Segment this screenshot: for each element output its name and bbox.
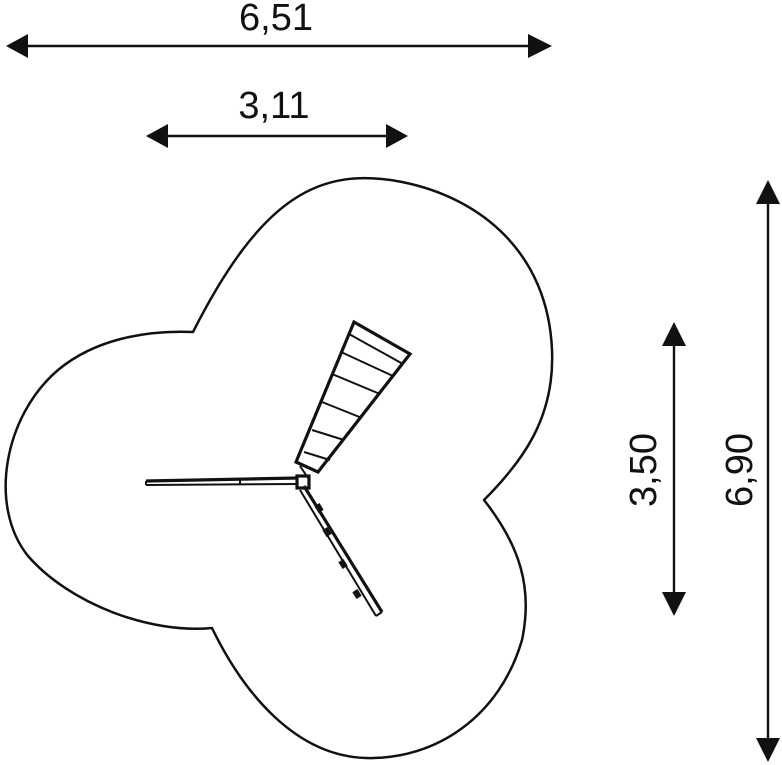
central-hub [295,474,311,490]
arrow-down-icon [662,592,686,616]
arrow-right-icon [386,124,408,148]
dimension-label-inner-width: 3,11 [238,85,309,127]
lower-right-beam [299,485,384,617]
dimension-inner-width: 3,11 [146,85,408,148]
dimension-label-overall-width: 6,51 [239,0,313,39]
arrow-left-icon [146,124,168,148]
dimension-overall-height: 6,90 [719,180,780,762]
arrow-up-icon [756,180,780,204]
arrow-down-icon [756,738,780,762]
dimension-overall-width: 6,51 [6,0,552,58]
left-beam [145,476,299,486]
arrow-up-icon [662,322,686,346]
safety-zone-outline [4,176,554,760]
dimension-label-overall-height: 6,90 [719,433,761,507]
ladder-panel [293,319,413,479]
dimension-inner-height: 3,50 [623,322,686,616]
arrow-left-icon [6,34,28,58]
dimension-label-inner-height: 3,50 [623,433,665,507]
arrow-right-icon [528,34,552,58]
